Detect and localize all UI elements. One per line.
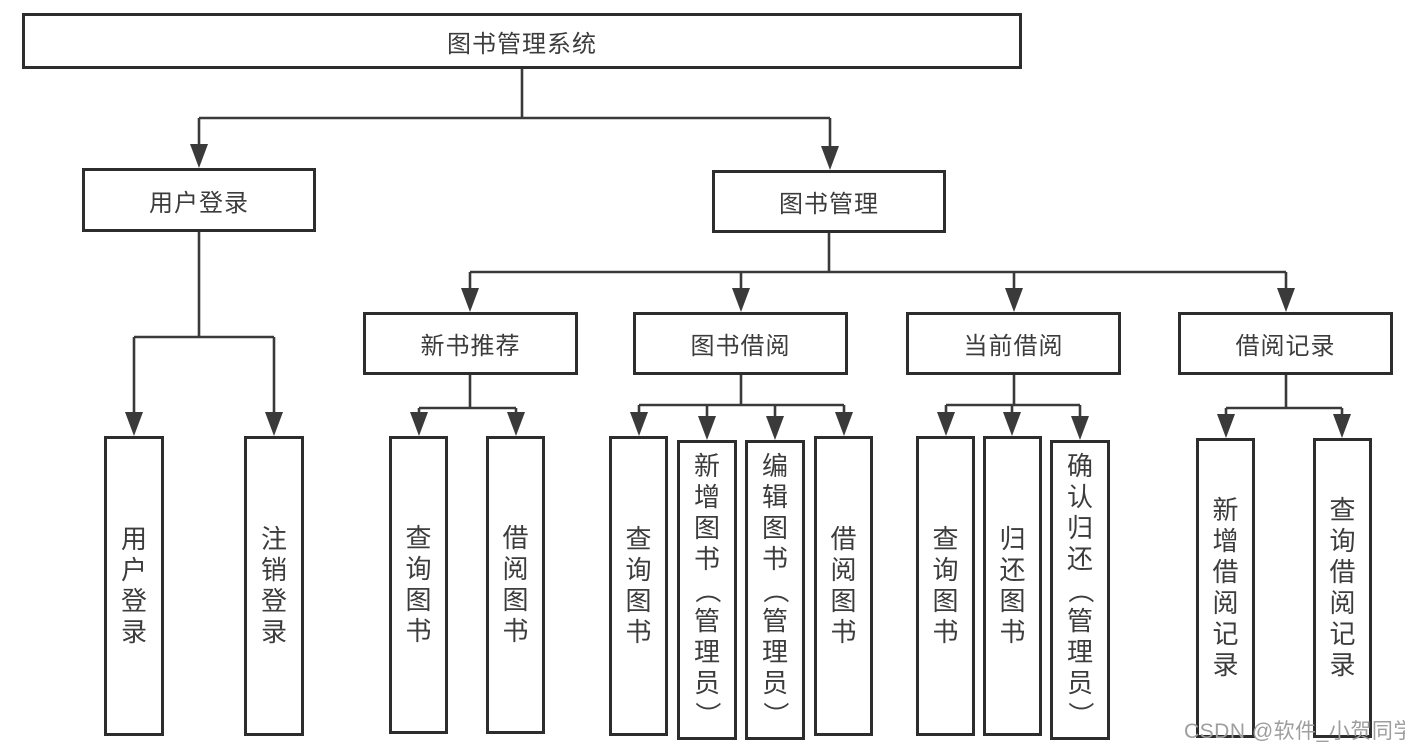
arrowhead-leaf-borrow-book-2 bbox=[835, 412, 853, 436]
arrowhead-leaf-add-record bbox=[1217, 414, 1235, 438]
arrowhead-leaf-user-login bbox=[125, 412, 143, 436]
connector-root-to-level2 bbox=[197, 69, 832, 150]
arrowhead-new-book-rec bbox=[461, 288, 479, 312]
node-borrowing-records: 借阅记录 bbox=[1178, 312, 1393, 375]
arrowhead-leaf-query-book-3 bbox=[937, 412, 955, 436]
node-user-login: 用户登录 bbox=[82, 168, 316, 232]
leaf-label: 查询图书 bbox=[932, 524, 959, 647]
node-book-borrowing: 图书借阅 bbox=[633, 312, 848, 375]
node-leaf-query-books-3: 查询图书 bbox=[916, 436, 975, 736]
arrowhead-leaf-query-book-1 bbox=[410, 412, 428, 436]
arrowhead-leaf-confirm-return bbox=[1071, 416, 1089, 440]
leaf-label: 借阅图书 bbox=[502, 523, 529, 646]
node-current-borrowing: 当前借阅 bbox=[906, 312, 1121, 375]
csdn-watermark: CSDN @软件_小贺同学 bbox=[1184, 720, 1405, 743]
arrowhead-book-mgmt bbox=[821, 146, 839, 170]
node-leaf-return-book: 归还图书 bbox=[983, 436, 1042, 736]
leaf-label: 归还图书 bbox=[999, 524, 1026, 647]
node-leaf-confirm-return-admin: 确认归还（管理员） bbox=[1050, 440, 1110, 740]
arrowhead-borrow-records bbox=[1277, 288, 1295, 312]
node-leaf-query-books-2: 查询图书 bbox=[609, 436, 668, 736]
connector-borrow-records-branch bbox=[1224, 375, 1344, 418]
arrowhead-leaf-add-book bbox=[698, 416, 716, 440]
leaf-label: 查询图书 bbox=[405, 523, 432, 646]
leaf-label: 借阅图书 bbox=[830, 524, 857, 647]
leaf-label: 新增借阅记录 bbox=[1212, 495, 1239, 680]
node-leaf-add-book-admin: 新增图书（管理员） bbox=[677, 440, 737, 740]
leaf-label: 查询图书 bbox=[625, 524, 652, 647]
node-leaf-logout: 注销登录 bbox=[244, 436, 304, 736]
node-leaf-query-borrow-record: 查询借阅记录 bbox=[1313, 438, 1372, 738]
leaf-label: 查询借阅记录 bbox=[1329, 495, 1356, 680]
connector-new-book-rec-branch bbox=[417, 375, 518, 416]
arrowhead-user-login bbox=[190, 144, 208, 168]
arrowhead-leaf-query-record bbox=[1333, 414, 1351, 438]
node-leaf-edit-book-admin: 编辑图书（管理员） bbox=[745, 440, 805, 740]
node-library-management-system: 图书管理系统 bbox=[22, 13, 1022, 69]
leaf-label: 用户登录 bbox=[120, 524, 147, 647]
arrowhead-current-borrow bbox=[1005, 288, 1023, 312]
arrowhead-leaf-return-book bbox=[1003, 412, 1021, 436]
connector-current-borrow-branch bbox=[944, 375, 1082, 420]
node-leaf-query-books-1: 查询图书 bbox=[389, 436, 448, 734]
arrowhead-leaf-borrow-book-1 bbox=[507, 412, 525, 436]
arrowhead-leaf-logout bbox=[265, 412, 283, 436]
node-new-book-recommendation: 新书推荐 bbox=[363, 312, 578, 375]
arrowhead-leaf-query-book-2 bbox=[630, 412, 648, 436]
leaf-label: 注销登录 bbox=[260, 524, 287, 647]
arrowhead-leaf-edit-book bbox=[766, 416, 784, 440]
node-leaf-user-login: 用户登录 bbox=[104, 436, 164, 736]
leaf-label: 新增图书（管理员） bbox=[692, 450, 723, 728]
node-leaf-borrow-books-2: 借阅图书 bbox=[814, 436, 873, 736]
leaf-label: 确认归还（管理员） bbox=[1065, 450, 1096, 728]
connector-book-mgmt-branch bbox=[468, 233, 1288, 292]
leaf-label: 编辑图书（管理员） bbox=[760, 450, 791, 728]
node-leaf-borrow-books-1: 借阅图书 bbox=[486, 436, 545, 734]
node-book-management: 图书管理 bbox=[712, 170, 946, 233]
connector-user-login-branch bbox=[132, 232, 276, 416]
connector-book-borrow-branch bbox=[637, 375, 846, 420]
arrowhead-book-borrow bbox=[732, 288, 750, 312]
node-leaf-add-borrow-record: 新增借阅记录 bbox=[1196, 438, 1255, 738]
